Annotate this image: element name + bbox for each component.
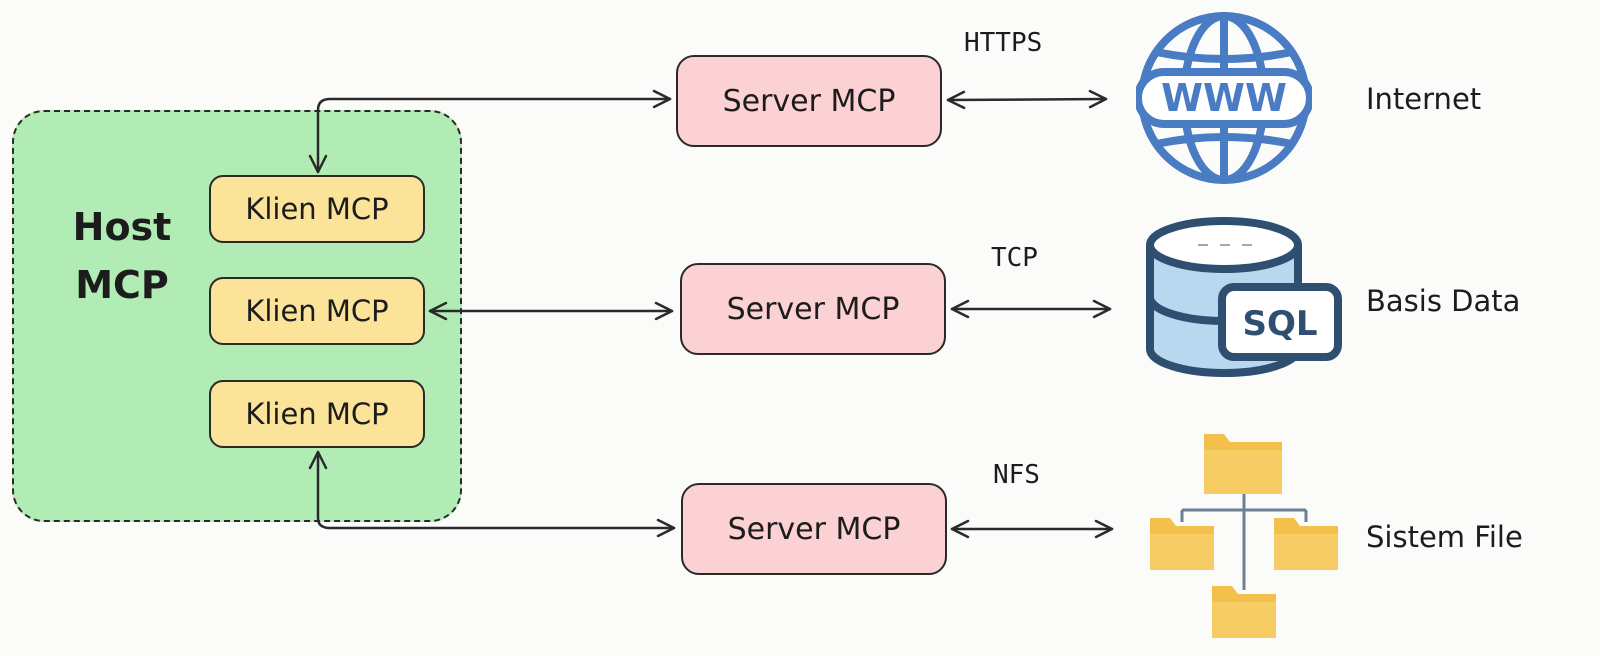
server-mcp-box-tcp: Server MCP <box>680 263 946 355</box>
resource-label-filesystem: Sistem File <box>1366 520 1523 554</box>
arrow-client1-to-server-https <box>308 89 672 174</box>
sql-icon-text: SQL <box>1242 304 1317 344</box>
client-mcp-box-2: Klien MCP <box>209 277 425 345</box>
client-mcp-box-1: Klien MCP <box>209 175 425 243</box>
globe-www-icon: WWW <box>1136 12 1312 184</box>
server-mcp-box-nfs: Server MCP <box>681 483 947 575</box>
protocol-label-nfs: NFS <box>993 460 1040 490</box>
protocol-label-https: HTTPS <box>964 28 1043 58</box>
arrow-client3-to-server-nfs <box>308 450 676 538</box>
server-mcp-box-https: Server MCP <box>676 55 942 147</box>
sql-database-icon: SQL <box>1146 217 1342 377</box>
globe-www-text: WWW <box>1161 76 1287 120</box>
resource-label-database: Basis Data <box>1366 284 1521 318</box>
host-mcp-label: Host MCP <box>72 205 172 307</box>
folder-tree-icon <box>1150 434 1338 638</box>
arrow-server-https-to-internet <box>946 89 1108 110</box>
resource-label-internet: Internet <box>1366 82 1482 116</box>
protocol-label-tcp: TCP <box>991 243 1038 273</box>
client-mcp-box-3: Klien MCP <box>209 380 425 448</box>
